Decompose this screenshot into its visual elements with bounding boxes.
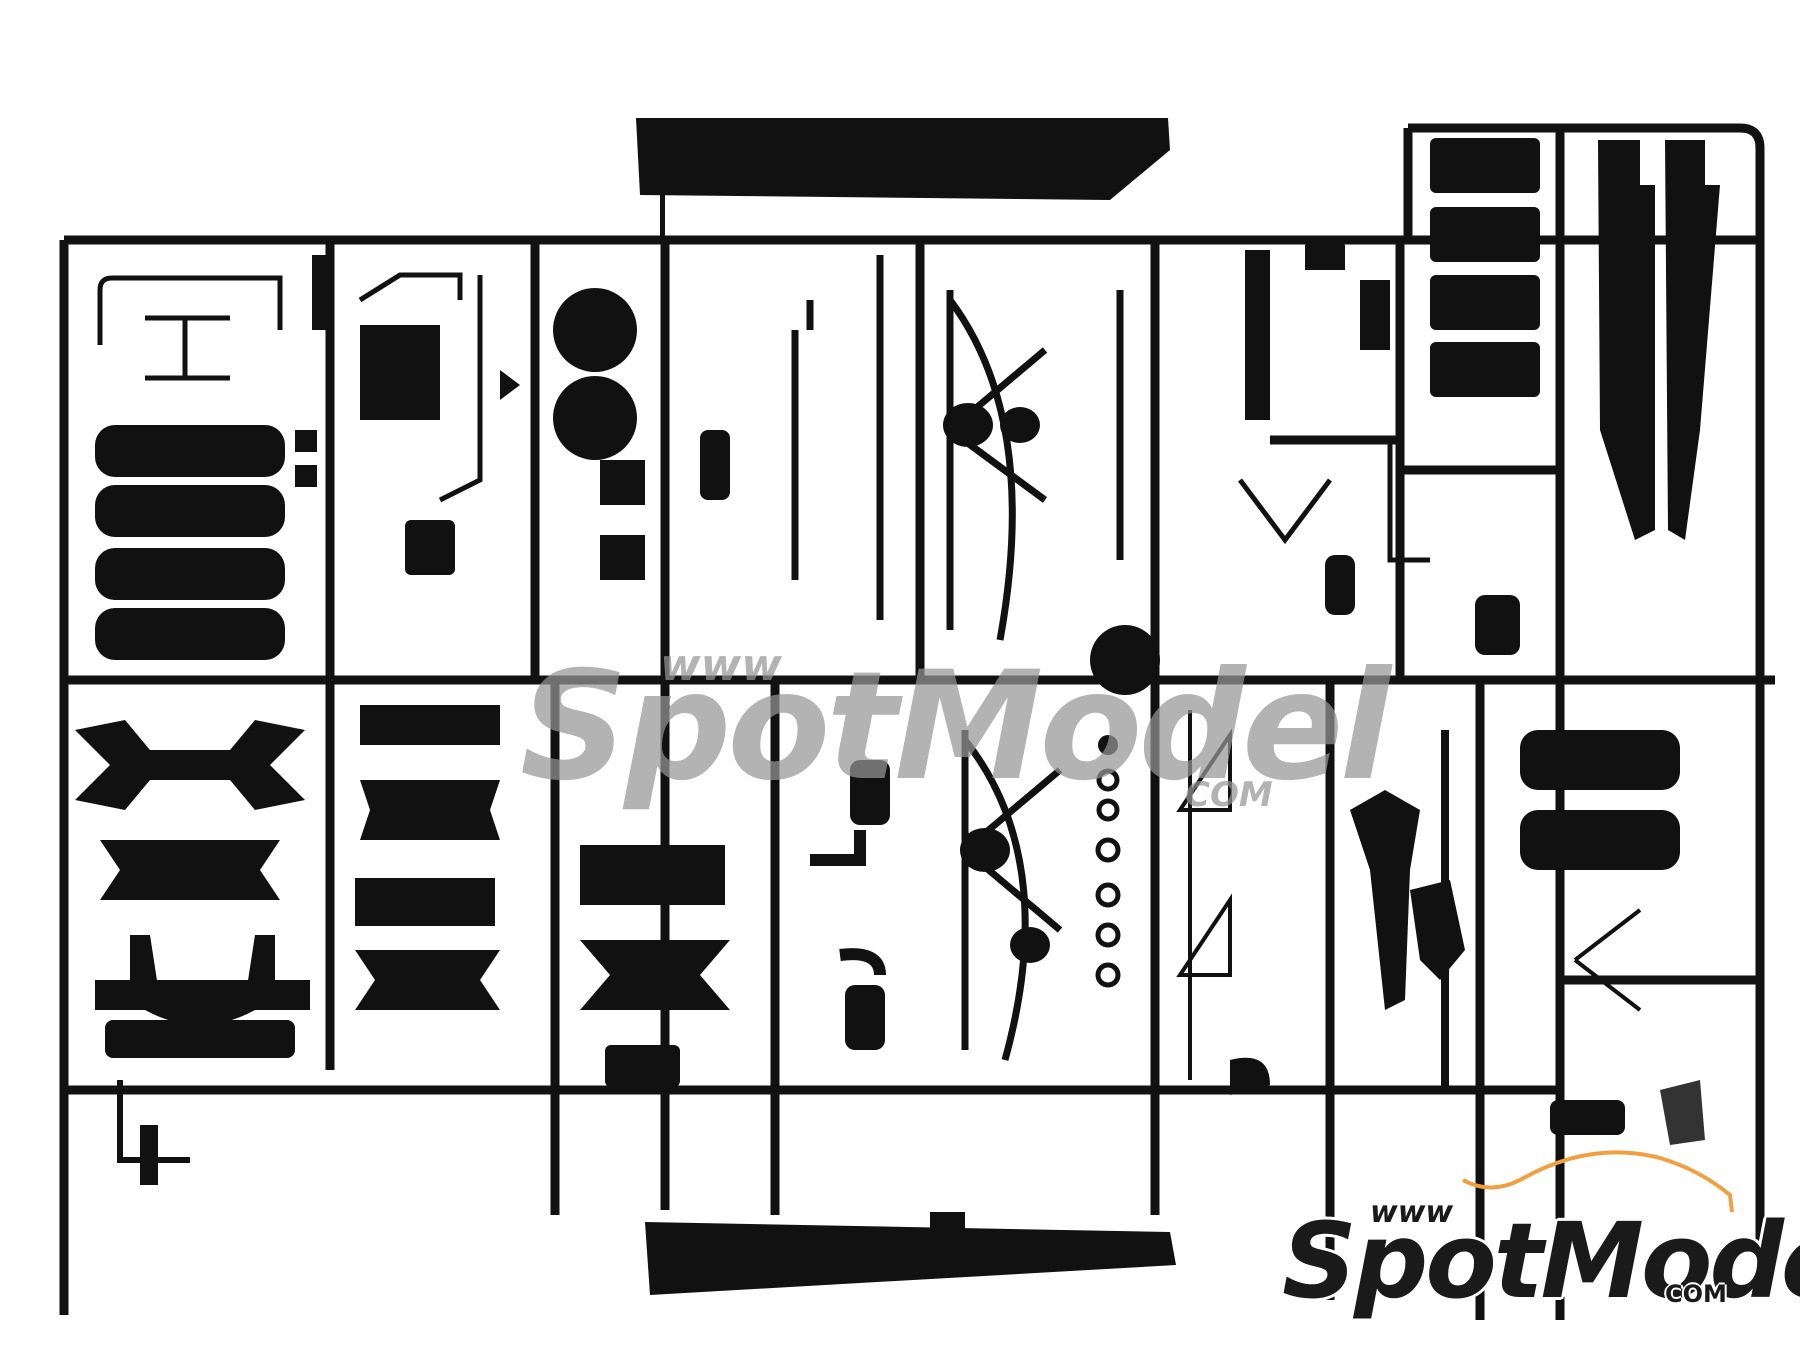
leaf-spring xyxy=(947,297,1016,641)
brake-disc xyxy=(553,376,637,460)
air-tank xyxy=(95,548,285,600)
mudguard-plate xyxy=(1665,140,1720,540)
battery-box xyxy=(1430,275,1540,330)
brake-disc xyxy=(553,288,637,372)
watermark-com: COM xyxy=(1185,775,1273,815)
logo-car-outline-icon xyxy=(1462,1150,1734,1213)
mudguard-plate xyxy=(1598,140,1655,540)
air-tank xyxy=(95,425,285,477)
logo-www: www xyxy=(1370,1195,1454,1230)
battery-box xyxy=(1430,138,1540,193)
watermark-brand: SpotModel xyxy=(520,640,1391,814)
air-tank xyxy=(95,485,285,537)
top-chassis-rail xyxy=(636,118,1170,200)
axle-housing xyxy=(1350,790,1420,1010)
fuel-tank xyxy=(1520,810,1680,870)
logo-com: COM xyxy=(1665,1280,1727,1308)
bottom-chassis-rail xyxy=(645,1222,1176,1295)
battery-box xyxy=(1430,207,1540,262)
fuel-tank xyxy=(1520,730,1680,790)
battery-box xyxy=(1430,342,1540,397)
logo-brand: SpotModel xyxy=(1282,1200,1800,1322)
air-tank xyxy=(95,608,285,660)
watermark-www: www xyxy=(660,640,782,691)
cross-member xyxy=(75,720,305,810)
